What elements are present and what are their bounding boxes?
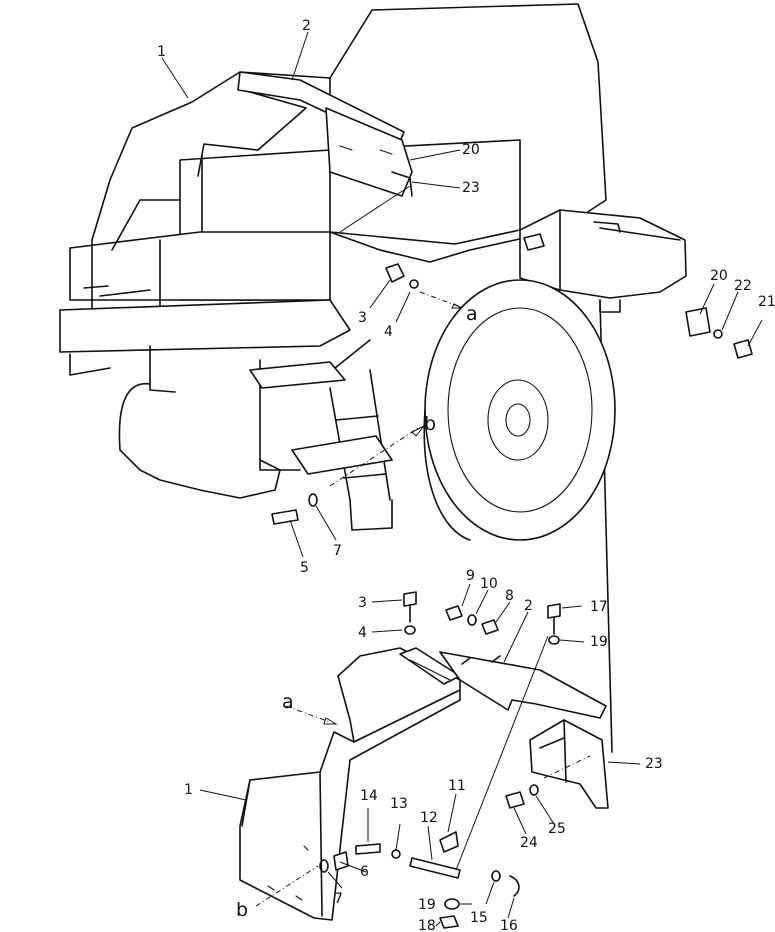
callout-2-top: 2 [302, 18, 311, 34]
callout-12: 12 [420, 810, 438, 826]
callout-14: 14 [360, 788, 378, 804]
callout-19-bottom: 19 [418, 897, 436, 913]
leader-lines-top [161, 31, 763, 558]
callout-1-bottom: 1 [184, 782, 193, 798]
callout-23-top: 23 [462, 180, 480, 196]
callout-3-top: 3 [358, 310, 367, 326]
callout-19-right: 19 [590, 634, 608, 650]
callout-22: 22 [734, 278, 752, 294]
callout-13: 13 [390, 796, 408, 812]
callout-18: 18 [418, 918, 436, 932]
callout-20-top: 20 [462, 142, 480, 158]
callout-16: 16 [500, 918, 518, 932]
callout-a-top: a [466, 303, 478, 325]
callout-4-mid: 4 [358, 625, 367, 641]
callout-20-right: 20 [710, 268, 728, 284]
fender-assembly-installed [197, 71, 413, 197]
callout-17: 17 [590, 599, 608, 615]
callout-7-bottom: 7 [334, 891, 343, 907]
callout-1-top: 1 [157, 44, 166, 60]
callout-8: 8 [505, 588, 514, 604]
callout-21: 21 [758, 294, 775, 310]
callout-25: 25 [548, 821, 566, 837]
machine-body [59, 3, 687, 753]
callout-9: 9 [466, 568, 475, 584]
callout-b-top: b [424, 413, 436, 435]
callout-b-bottom: b [236, 899, 248, 921]
callout-5: 5 [300, 560, 309, 576]
callout-3-mid: 3 [358, 595, 367, 611]
rear-tire [423, 279, 616, 541]
exploded-hardware [319, 591, 561, 929]
fender-exploded [239, 647, 609, 921]
callout-15: 15 [470, 910, 488, 926]
callout-a-bottom: a [282, 691, 294, 713]
leader-lines-bottom [199, 583, 641, 927]
callout-7-top: 7 [333, 543, 342, 559]
callout-24: 24 [520, 835, 538, 851]
callout-4-top: 4 [384, 324, 393, 340]
installed-bolts [271, 263, 753, 525]
callout-23-mid: 23 [645, 756, 663, 772]
callout-labels: 1 2 20 23 3 4 a b 20 22 21 5 7 3 4 9 10 … [157, 18, 775, 932]
callout-11: 11 [448, 778, 466, 794]
callout-10: 10 [480, 576, 498, 592]
callout-6: 6 [360, 864, 369, 880]
callout-2-mid: 2 [524, 598, 533, 614]
